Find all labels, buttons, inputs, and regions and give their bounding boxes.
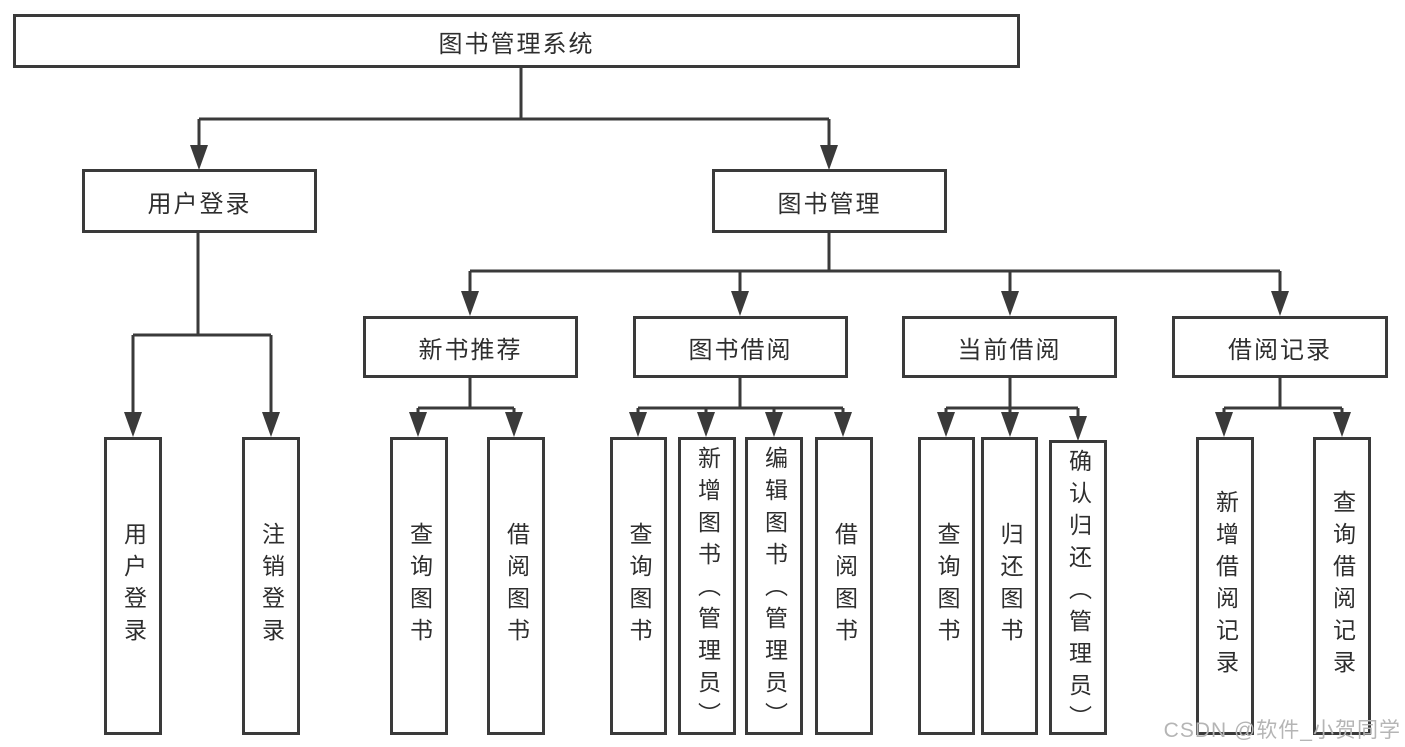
leaf-edit-books-admin: 编辑图书（管理员） (745, 437, 803, 735)
node-user-login: 用户登录 (82, 169, 317, 233)
node-book-management: 图书管理 (712, 169, 947, 233)
csdn-watermark: CSDN @软件_小贺同学 (1163, 719, 1401, 742)
leaf-query-borrow-record: 查询借阅记录 (1313, 437, 1371, 735)
leaf-logout: 注销登录 (242, 437, 300, 735)
arrow-down-icon (697, 412, 715, 437)
node-current-borrowing: 当前借阅 (902, 316, 1117, 378)
connector-borrowing-records-children (1222, 378, 1344, 417)
arrow-down-icon (1001, 412, 1019, 437)
connector-user-login-children (131, 233, 273, 417)
arrow-down-icon (1001, 291, 1019, 316)
arrow-down-icon (937, 412, 955, 437)
arrowheads (124, 145, 1351, 441)
arrow-down-icon (124, 412, 142, 437)
arrow-down-icon (190, 145, 208, 170)
arrow-down-icon (409, 412, 427, 437)
leaf-add-borrow-record: 新增借阅记录 (1196, 437, 1254, 735)
connector-new-book-children (416, 378, 516, 417)
arrow-down-icon (834, 412, 852, 437)
leaf-query-books-recommendation: 查询图书 (390, 437, 448, 735)
leaf-return-books: 归还图书 (981, 437, 1038, 735)
leaf-borrow-books: 借阅图书 (815, 437, 873, 735)
node-library-management-system: 图书管理系统 (13, 14, 1020, 68)
arrow-down-icon (1069, 416, 1087, 441)
node-new-book-recommendation: 新书推荐 (363, 316, 578, 378)
arrow-down-icon (1333, 412, 1351, 437)
node-borrowing-records: 借阅记录 (1172, 316, 1388, 378)
connector-current-borrowing-children (944, 378, 1080, 421)
arrow-down-icon (1215, 412, 1233, 437)
arrow-down-icon (505, 412, 523, 437)
leaf-borrow-books-recommendation: 借阅图书 (487, 437, 545, 735)
leaf-query-books-borrowing: 查询图书 (610, 437, 667, 735)
node-book-borrowing: 图书借阅 (633, 316, 848, 378)
leaf-confirm-return-admin: 确认归还（管理员） (1049, 440, 1107, 737)
arrow-down-icon (262, 412, 280, 437)
arrow-down-icon (820, 145, 838, 170)
connector-book-borrowing-children (636, 378, 845, 417)
arrow-down-icon (765, 412, 783, 437)
leaf-query-books-current: 查询图书 (918, 437, 975, 735)
connector-root-to-level2 (197, 67, 831, 150)
connector-book-management-children (468, 233, 1282, 296)
arrow-down-icon (1271, 291, 1289, 316)
leaf-user-login: 用户登录 (104, 437, 162, 735)
leaf-add-books-admin: 新增图书（管理员） (678, 437, 736, 735)
arrow-down-icon (629, 412, 647, 437)
arrow-down-icon (461, 291, 479, 316)
arrow-down-icon (731, 291, 749, 316)
